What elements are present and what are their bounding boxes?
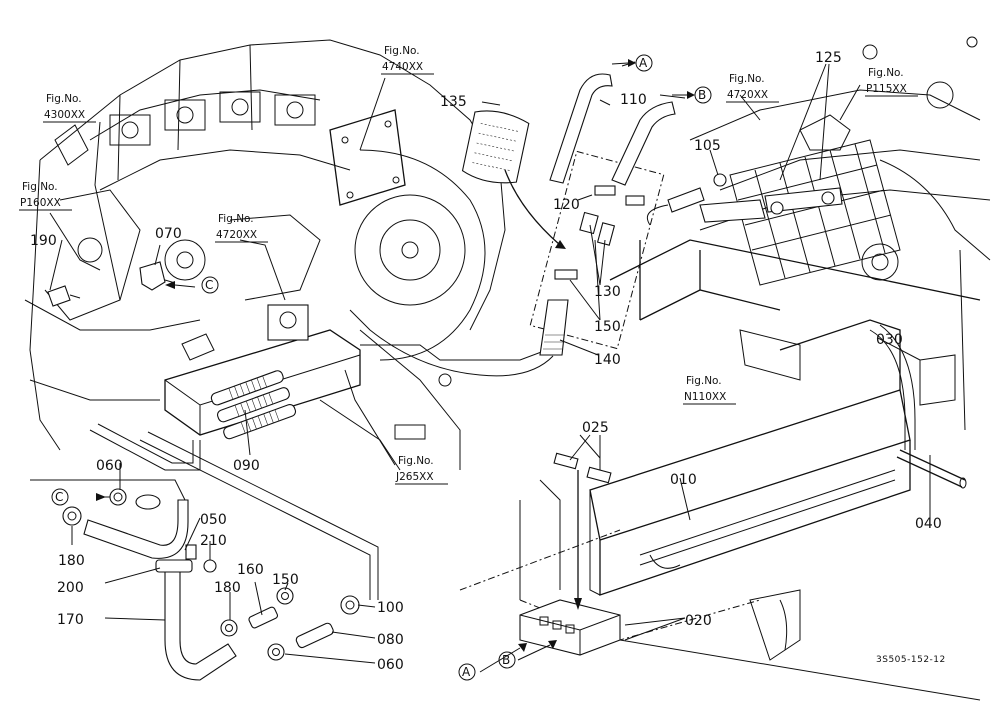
svg-text:A: A [639,56,648,70]
svg-text:P115XX: P115XX [866,83,907,95]
connector-c-left: C [51,488,69,506]
part-label-090: 090 [233,458,260,474]
figure-ref-p160: Fig.No. P160XX [19,181,72,211]
part-label-160: 160 [237,562,264,578]
part-label-110: 110 [620,92,647,108]
svg-text:C: C [55,490,63,504]
svg-text:Fig.No.: Fig.No. [868,67,904,79]
valve-block-090 [164,304,361,440]
svg-text:Fig.No.: Fig.No. [46,93,82,105]
part-label-210: 210 [200,533,227,549]
svg-text:A: A [462,665,471,679]
svg-text:Fig.No.: Fig.No. [218,213,254,225]
part-label-120: 120 [553,197,580,213]
part-label-150b: 150 [272,572,299,588]
part-label-010: 010 [670,472,697,488]
leader-lines [49,59,931,673]
clamp-180-right [220,619,238,637]
figure-ref-n110: Fig.No. N110XX [683,375,736,405]
part-label-080: 080 [377,632,404,648]
svg-text:J265XX: J265XX [395,471,434,483]
part-label-200: 200 [57,580,84,596]
svg-text:4720XX: 4720XX [727,89,768,101]
clamp-100 [340,595,360,615]
figure-ref-j265: Fig.No. J265XX [395,455,448,485]
figure-ref-4720-left: Fig.No. 4720XX [215,213,268,243]
drawing-reference: 3S505-152-12 [876,655,946,665]
svg-text:N110XX: N110XX [684,391,726,403]
clamp-060-bottom [267,643,285,661]
clamp-060-top [109,488,127,506]
part-label-125: 125 [815,50,842,66]
connector-b-top: B [694,86,712,104]
svg-text:4740XX: 4740XX [382,61,423,73]
part-label-170: 170 [57,612,84,628]
svg-text:Fig.No.: Fig.No. [729,73,765,85]
part-label-140: 140 [594,352,621,368]
figure-ref-4300: Fig.No. 4300XX [43,93,96,123]
fitting-190 [47,285,81,307]
part-label-180a: 180 [58,553,85,569]
part-label-060b: 060 [377,657,404,673]
part-label-030: 030 [876,332,903,348]
part-label-130: 130 [594,284,621,300]
svg-text:P160XX: P160XX [20,197,61,209]
part-label-150a: 150 [594,319,621,335]
figure-ref-4740: Fig.No. 4740XX [381,45,434,75]
part-label-025: 025 [582,420,609,436]
connector-a-bottom: A [458,663,476,681]
svg-text:Fig.No.: Fig.No. [22,181,58,193]
svg-text:4300XX: 4300XX [44,109,85,121]
connector-a-top: A [635,54,653,72]
engine-block-illustration [24,39,506,471]
clamp-150 [276,587,294,605]
part-label-020: 020 [685,613,712,629]
svg-text:C: C [205,278,213,292]
pipe-routing [30,344,561,600]
part-label-100: 100 [377,600,404,616]
svg-text:4720XX: 4720XX [216,229,257,241]
hose-assembly-center [349,73,676,377]
clamp-180-left [62,506,82,526]
frame-illustration [459,36,991,701]
part-label-070: 070 [155,226,182,242]
svg-text:B: B [502,653,510,667]
connector-c-mid: C [201,276,219,294]
svg-text:Fig.No.: Fig.No. [384,45,420,57]
part-label-135: 135 [440,94,467,110]
figure-ref-p115: Fig.No. P115XX [865,67,918,97]
part-label-105: 105 [694,138,721,154]
part-label-180b: 180 [214,580,241,596]
part-label-050: 050 [200,512,227,528]
figure-ref-4720-right: Fig.No. 4720XX [726,73,779,103]
svg-text:Fig.No.: Fig.No. [686,375,722,387]
svg-text:Fig.No.: Fig.No. [398,455,434,467]
part-labels: 190 070 090 135 110 105 125 120 130 150 … [30,50,942,673]
part-label-040: 040 [915,516,942,532]
svg-text:B: B [698,88,706,102]
hose-assembly-left [62,488,360,681]
connector-b-bottom: B [498,651,516,669]
part-label-190: 190 [30,233,57,249]
grille-block [729,139,901,286]
part-label-060a: 060 [96,458,123,474]
fitting-070 [139,261,176,291]
